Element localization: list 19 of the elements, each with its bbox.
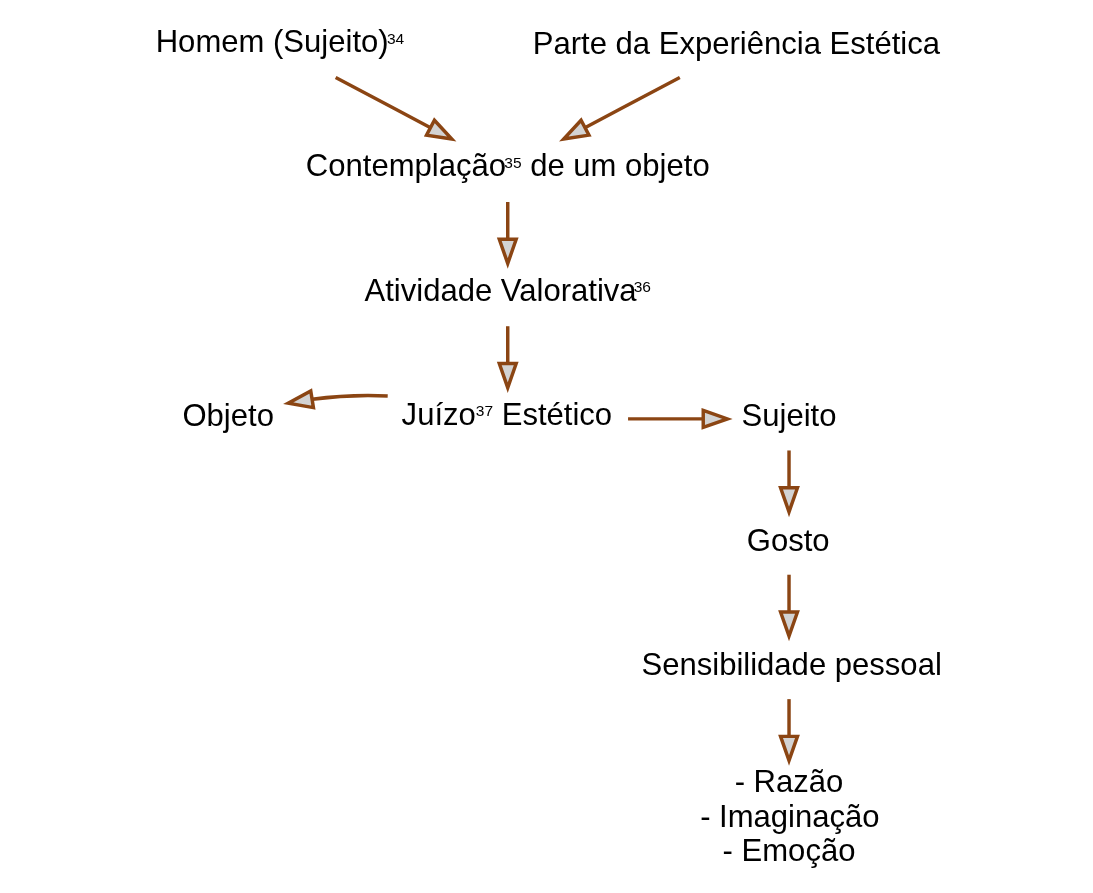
arrow xyxy=(777,699,800,766)
node-text: Gosto xyxy=(746,522,830,558)
node-text: Juízo$^{37}$ Estético xyxy=(401,396,612,432)
arrow xyxy=(558,75,681,142)
node-text: - Razão - Imaginação - Emoção xyxy=(699,764,880,869)
node-text: Objeto xyxy=(181,398,274,434)
node-text: Parte da Experiência Estética xyxy=(532,25,940,61)
arrow xyxy=(777,574,800,642)
arrow xyxy=(777,450,800,518)
arrow xyxy=(334,75,456,142)
node-text: Homem (Sujeito)$^{34}$ xyxy=(155,24,404,60)
node-text: Sensibilidade pessoal xyxy=(640,646,942,682)
arrow xyxy=(496,326,519,393)
node-text: Sujeito xyxy=(741,398,837,434)
arrow xyxy=(496,201,519,269)
node-text: Atividade Valorativa$^{36}$ xyxy=(364,272,651,308)
arrow xyxy=(627,408,733,430)
arrow xyxy=(282,388,388,410)
node-text: Contemplação$^{35}$ de um objeto xyxy=(305,148,710,184)
